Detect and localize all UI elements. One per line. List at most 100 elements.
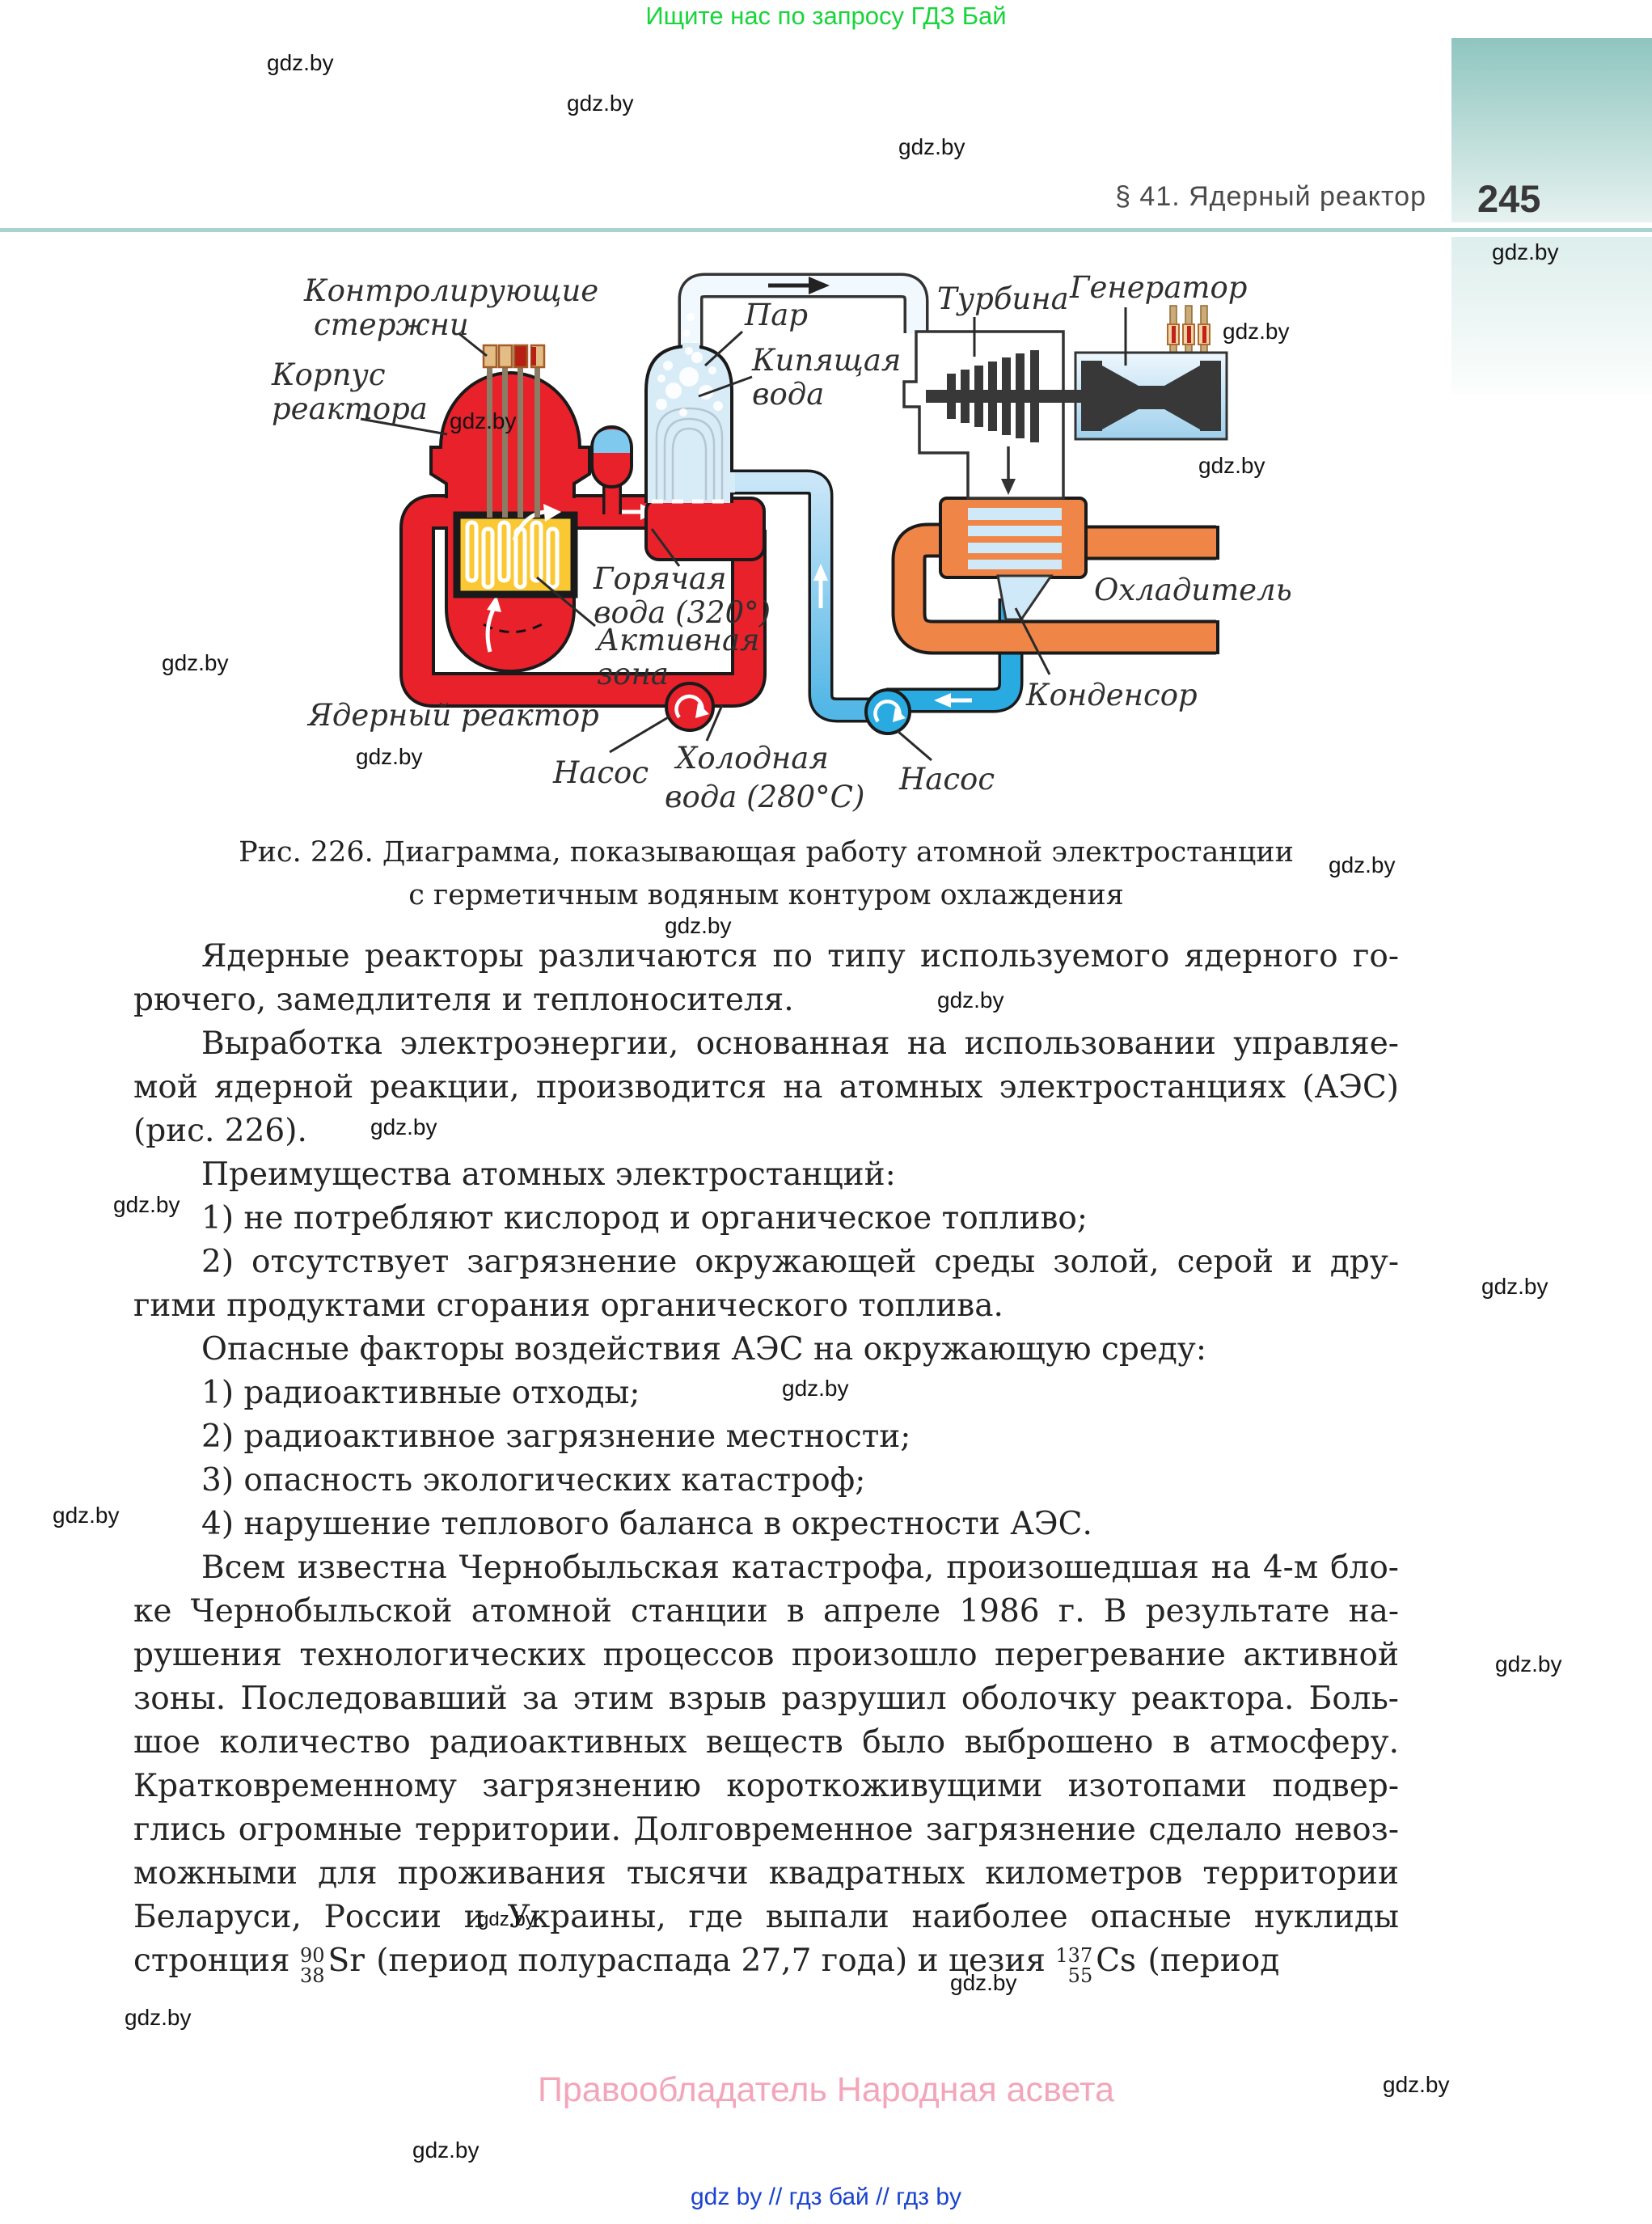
condenser [939,497,1088,621]
watermark: gdz.by [1223,319,1290,344]
page-number: 245 [1477,177,1541,220]
nuclear-plant-diagram: Контролирующие стержни Корпус реактора П… [271,270,1292,814]
watermark: gdz.by [450,408,517,433]
copyright-notice: Правообладатель Народная асвета [537,2070,1115,2109]
cs-symbol: Cs [1096,1943,1137,1979]
body-line: (рис. 226). [133,1113,307,1149]
footer-links[interactable]: gdz by // гдз бай // гдз by [690,2184,962,2210]
condensate-pipe [886,598,1024,713]
steam-generator-hot-chamber [644,497,766,561]
watermark: gdz.by [1329,852,1396,877]
body-line: ке Чернобыльской атомной станции в апрел… [133,1593,1399,1630]
body-line: 1) радиоактивные отходы; [201,1375,640,1411]
watermark: gdz.by [267,50,334,75]
cooler-pipes [891,522,1219,655]
steam-bubbles [656,347,723,416]
steam-down-arrow [1001,479,1016,495]
label-hot-water: Горячая [593,561,727,596]
label-boiling-water: Кипящая [751,343,901,378]
body-line: 4) нарушение теплового баланса в окрестн… [201,1506,1092,1542]
feedwater-up-arrow [813,564,828,581]
figure-caption-line1: Рис. 226. Диаграмма, показывающая работу… [239,836,1294,869]
label-vessel: Корпус [271,357,386,392]
label-boiling-water-2: вода [752,377,824,412]
core-flow-arrow [543,504,561,522]
figure-caption: Рис. 226. Диаграмма, показывающая работу… [133,831,1399,917]
steam-flow-arrow [768,277,830,294]
condensate-flow-arrow [934,693,951,708]
watermark: gdz.by [125,2005,192,2030]
watermark: gdz.by [113,1192,180,1217]
watermark: gdz.by [1495,1651,1562,1676]
label-cooler: Охладитель [1094,573,1292,607]
watermark: gdz.by [665,913,732,938]
pressurizer [590,425,633,514]
watermark: gdz.by [782,1376,849,1401]
top-banner-text: Ищите нас по запросу ГДЗ Бай [645,2,1007,30]
turbine-housing [902,330,1065,500]
label-control-rods: Контролирующие [303,273,598,308]
figure-caption-line2: с герметичным водяным контуром охлаждени… [408,879,1124,911]
body-text: Ядерные реакторы различаются по типу исп… [133,935,1399,1987]
label-hot-water-2: вода (320°) [594,595,771,630]
label-reactor: Ядерный реактор [306,698,599,733]
watermark: gdz.by [898,134,965,159]
label-pump-left: Насос [552,755,649,790]
steam-generator [644,343,766,561]
condenser-funnel [996,574,1054,621]
body-line: рушения технологических процессов произо… [133,1637,1399,1673]
body-line: зоны. Последовавший за этим взрыв разруш… [133,1681,1399,1717]
body-line: Всем известна Чернобыльская катастрофа, … [201,1550,1399,1586]
body-line: глись огромные территории. Долговременно… [133,1812,1399,1848]
primary-pump [665,682,715,732]
body-line: Беларуси, России и Украины, где выпали н… [133,1899,1399,1935]
coolant-up-arrow [487,595,501,612]
body-line: гими продуктами сгорания органического т… [133,1287,1003,1324]
label-condenser: Конденсор [1025,678,1198,712]
label-generator: Генератор [1069,270,1247,305]
watermark: gdz.by [1481,1274,1548,1299]
watermark: gdz.by [162,650,229,675]
label-vessel-2: реактора [272,391,428,426]
steam-pipe [678,273,929,356]
body-line: Преимущества атомных электростанций: [201,1156,896,1193]
header-rule [0,228,1652,232]
label-control-rods-2: стержни [314,307,469,342]
leader-lines [360,307,1127,762]
label-active-zone: Активная [594,623,760,657]
body-line: Ядерные реакторы различаются по типу исп… [201,938,1399,975]
body-line: Кратковременному загрязнению короткоживу… [133,1768,1399,1804]
watermark: gdz.by [412,2137,480,2163]
condensate-pump [864,688,911,735]
isotope-line-mid: (период полураспада 27,7 года) и цезия [365,1943,1056,1979]
watermark: gdz.by [370,1114,437,1139]
generator-terminals [1167,305,1210,353]
watermark: gdz.by [567,91,634,116]
label-active-zone-2: зона [597,657,669,691]
body-line: 2) радиоактивное загрязнение местности; [201,1419,911,1455]
watermark: gdz.by [950,1970,1017,1995]
label-steam: Пар [744,298,808,332]
generator-rotor [1081,361,1221,431]
isotope-line-post: (период [1138,1943,1280,1979]
body-line: мой ядерной реакции, производится на ато… [133,1069,1399,1106]
body-line: рючего, замедлителя и теплоносителя. [133,982,794,1018]
generator [926,305,1228,442]
header-teal-panel [1451,237,1652,394]
label-cold-water: Холодная [674,741,829,776]
watermark: gdz.by [478,1909,535,1930]
watermark: gdz.by [1198,453,1265,478]
label-pump-right: Насос [898,762,995,797]
body-line: 1) не потребляют кислород и органическое… [201,1200,1088,1237]
watermark: gdz.by [937,987,1004,1013]
watermark: gdz.by [53,1503,120,1528]
reactor [429,344,591,673]
turbine-blades [947,350,1039,442]
label-turbine: Турбина [937,281,1069,316]
isotope-line-pre: стронция [133,1943,300,1979]
page-number-box [1451,38,1652,222]
